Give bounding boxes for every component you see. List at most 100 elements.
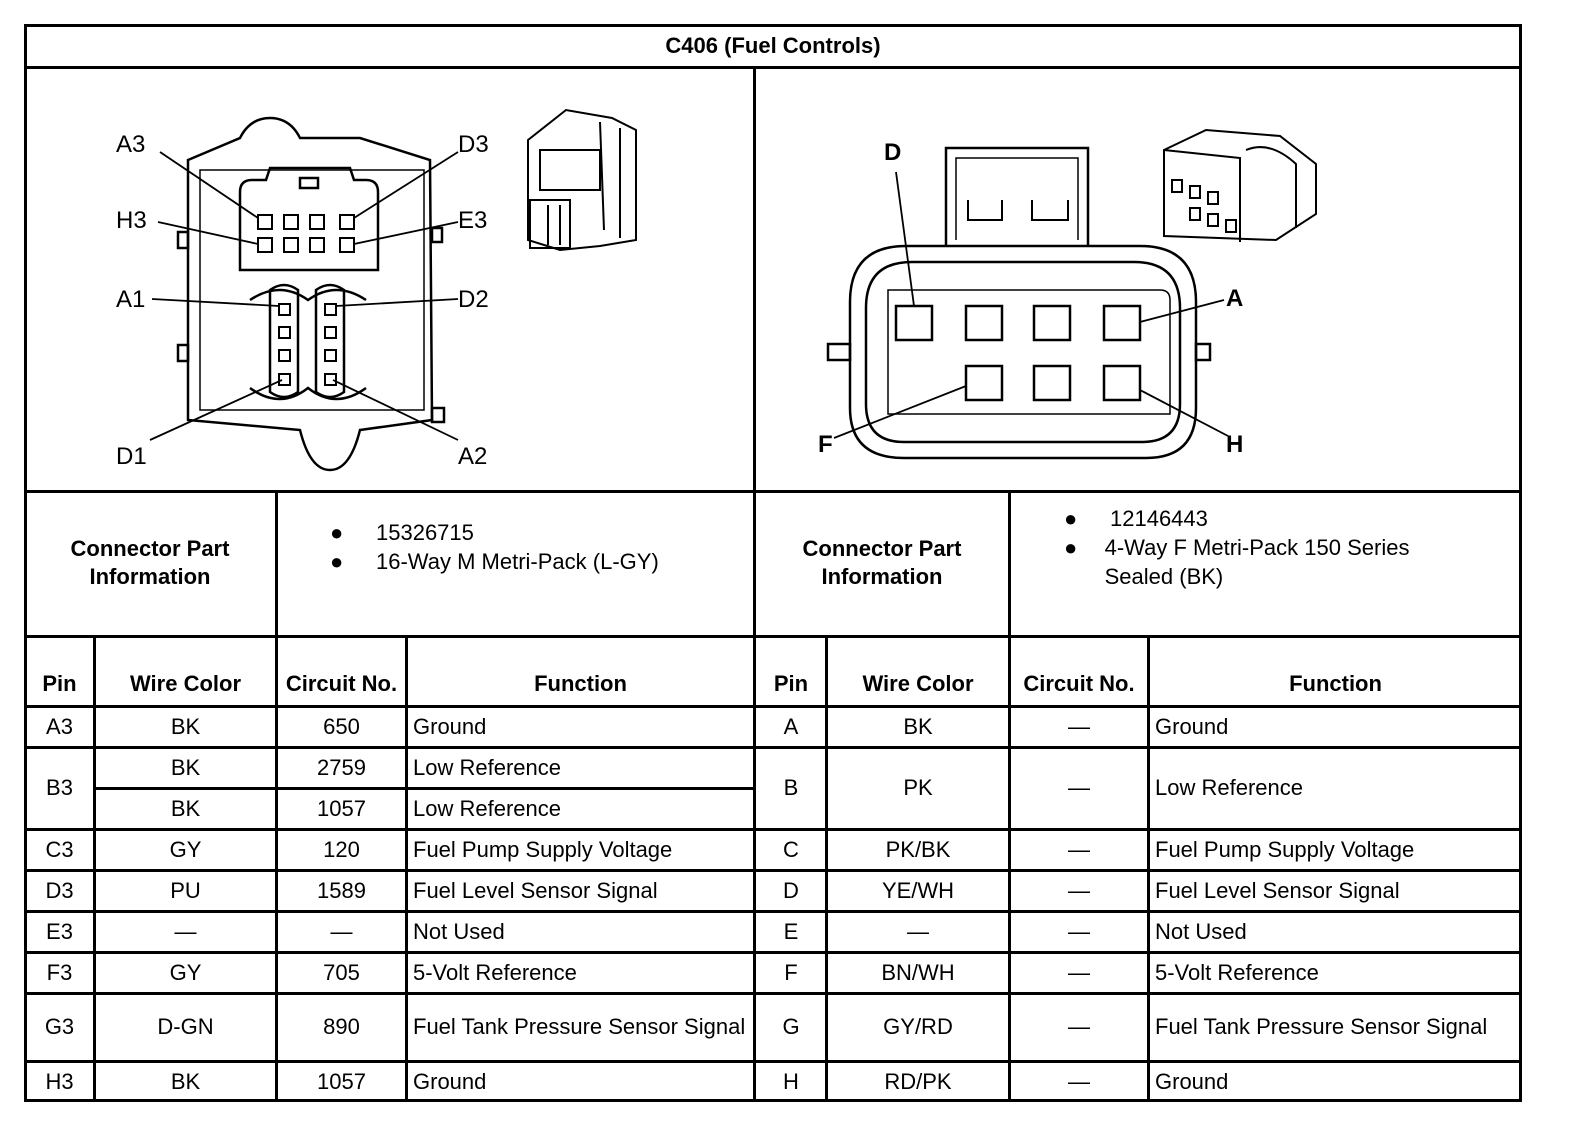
table-cell-function: Fuel Pump Supply Voltage bbox=[413, 836, 673, 862]
table-cell-pin: C bbox=[783, 836, 799, 862]
table-cell-function: Not Used bbox=[1155, 918, 1247, 944]
table-cell-circuit: — bbox=[1068, 1068, 1090, 1094]
table-cell-pin: G bbox=[782, 1014, 800, 1039]
right-connector-face-view bbox=[826, 146, 1229, 460]
right_connector-header-wire-color: Wire Color bbox=[862, 671, 974, 696]
right_connector-header-circuit-no-: Circuit No. bbox=[1023, 671, 1135, 696]
table-cell-circuit: 650 bbox=[323, 713, 360, 739]
table-cell-function: Fuel Level Sensor Signal bbox=[413, 877, 658, 903]
left-connector-info-label: Connector Part Information bbox=[70, 536, 230, 589]
table-cell-circuit: 120 bbox=[323, 836, 360, 862]
table-cell-function: Low Reference bbox=[413, 795, 561, 821]
pin-label-a2: A2 bbox=[458, 443, 487, 470]
table-cell-color: BK bbox=[170, 754, 201, 780]
left-connector-face-view bbox=[149, 116, 459, 472]
right_connector-header-function: Function bbox=[1289, 671, 1382, 696]
table-cell-circuit: — bbox=[1068, 877, 1090, 903]
table-cell-function: Ground bbox=[1155, 1068, 1229, 1094]
table-cell-color: PU bbox=[170, 877, 201, 903]
table-cell-pin: A3 bbox=[46, 713, 73, 739]
table-cell-color: D-GN bbox=[157, 1014, 214, 1039]
left_connector-header-function: Function bbox=[534, 671, 627, 696]
left_connector-header-pin: Pin bbox=[42, 671, 77, 696]
right-pin-labels: D A F H bbox=[818, 139, 1243, 458]
table-cell-function: Ground bbox=[413, 1068, 487, 1094]
table-cell-color: PK bbox=[903, 775, 933, 800]
right-part-description: 4-Way F Metri-Pack 150 Series Sealed (BK… bbox=[1104, 535, 1410, 589]
pin-label-h3: H3 bbox=[116, 207, 147, 234]
table-cell-function: Fuel Level Sensor Signal bbox=[1155, 877, 1400, 903]
table-cell-function: Low Reference bbox=[413, 754, 561, 780]
table-cell-pin: B bbox=[783, 775, 799, 800]
table-cell-circuit: — bbox=[1068, 959, 1090, 985]
table-cell-pin: D bbox=[783, 877, 799, 903]
table-cell-pin: B3 bbox=[46, 775, 73, 800]
left-part-number: 15326715 bbox=[376, 520, 474, 545]
table-cell-circuit: — bbox=[1068, 775, 1090, 800]
table-cell-pin: F bbox=[784, 959, 798, 985]
table-cell-function: Not Used bbox=[413, 918, 505, 944]
table-cell-color: YE/WH bbox=[881, 877, 955, 903]
table-cell-function: Ground bbox=[413, 713, 487, 739]
left-connector-info-list: ●15326715 ●16-Way M Metri-Pack (L-GY) bbox=[330, 520, 659, 574]
table-cell-pin: E3 bbox=[46, 918, 73, 944]
right-connector-info-label: Connector Part Information bbox=[802, 536, 962, 589]
pin-label-d1: D1 bbox=[116, 443, 147, 470]
table-cell-color: BK bbox=[170, 1068, 201, 1094]
table-cell-circuit: 1589 bbox=[317, 877, 366, 903]
table-cell-color: BK bbox=[170, 713, 201, 739]
right-connector-info-list: ●12146443 ●4-Way F Metri-Pack 150 Series… bbox=[1064, 504, 1484, 591]
left-pin-labels: A3 D3 H3 E3 A1 D2 D1 A2 bbox=[116, 131, 489, 470]
table-cell-color: — bbox=[907, 918, 929, 944]
table-cell-function: Fuel Tank Pressure Sensor Signal bbox=[413, 1014, 746, 1039]
diagram-frame bbox=[24, 24, 1522, 1102]
table-cell-pin: F3 bbox=[46, 959, 73, 985]
table-cell-color: GY/RD bbox=[883, 1014, 953, 1039]
table-cell-function: 5-Volt Reference bbox=[1155, 959, 1319, 985]
table-cell-circuit: 890 bbox=[323, 1014, 360, 1039]
pin-label-a: A bbox=[1226, 285, 1243, 312]
table-cell-color: GY bbox=[169, 836, 202, 862]
left-part-description: 16-Way M Metri-Pack (L-GY) bbox=[376, 549, 659, 574]
table-cell-circuit: — bbox=[1068, 918, 1090, 944]
right-part-number: 12146443 bbox=[1110, 506, 1208, 531]
left_connector-header-circuit-no-: Circuit No. bbox=[285, 671, 398, 696]
table-cell-circuit: — bbox=[1068, 836, 1090, 862]
table-cell-circuit: — bbox=[1068, 713, 1090, 739]
pin-label-a1: A1 bbox=[116, 286, 145, 313]
table-cell-color: RD/PK bbox=[884, 1068, 952, 1094]
left-connector-3d-view bbox=[527, 108, 637, 252]
page-title: C406 (Fuel Controls) bbox=[665, 33, 881, 58]
pin-label-a3: A3 bbox=[116, 131, 145, 158]
table-cell-color: BK bbox=[170, 795, 201, 821]
table-cell-color: BK bbox=[903, 713, 933, 739]
left_connector-header-wire-color: Wire Color bbox=[129, 671, 242, 696]
pin-label-e3: E3 bbox=[458, 207, 487, 234]
table-cell-pin: H bbox=[783, 1068, 799, 1094]
right-connector-3d-view bbox=[1163, 128, 1317, 242]
table-cell-circuit: 705 bbox=[323, 959, 360, 985]
table-cell-function: Fuel Tank Pressure Sensor Signal bbox=[1155, 1014, 1488, 1039]
table-cell-function: Low Reference bbox=[1155, 775, 1303, 800]
pin-label-d: D bbox=[884, 139, 901, 166]
table-cell-pin: E bbox=[783, 918, 799, 944]
table-cell-circuit: 1057 bbox=[317, 795, 366, 821]
table-cell-pin: H3 bbox=[45, 1068, 74, 1094]
table-cell-pin: C3 bbox=[45, 836, 74, 862]
pin-label-d2: D2 bbox=[458, 286, 489, 313]
pin-label-d3: D3 bbox=[458, 131, 489, 158]
pin-label-h: H bbox=[1226, 431, 1243, 458]
table-cell-pin: D3 bbox=[45, 877, 74, 903]
right_connector-header-pin: Pin bbox=[773, 671, 809, 696]
table-cell-circuit: — bbox=[330, 918, 353, 944]
table-cell-circuit: 2759 bbox=[317, 754, 366, 780]
table-cell-circuit: — bbox=[1068, 1014, 1090, 1039]
table-cell-function: Fuel Pump Supply Voltage bbox=[1155, 836, 1415, 862]
pin-label-f: F bbox=[818, 431, 833, 458]
table-cell-color: GY bbox=[169, 959, 202, 985]
table-cell-circuit: 1057 bbox=[317, 1068, 366, 1094]
table-cell-color: — bbox=[174, 918, 197, 944]
table-cell-pin: G3 bbox=[44, 1014, 75, 1039]
table-cell-function: Ground bbox=[1155, 713, 1229, 739]
